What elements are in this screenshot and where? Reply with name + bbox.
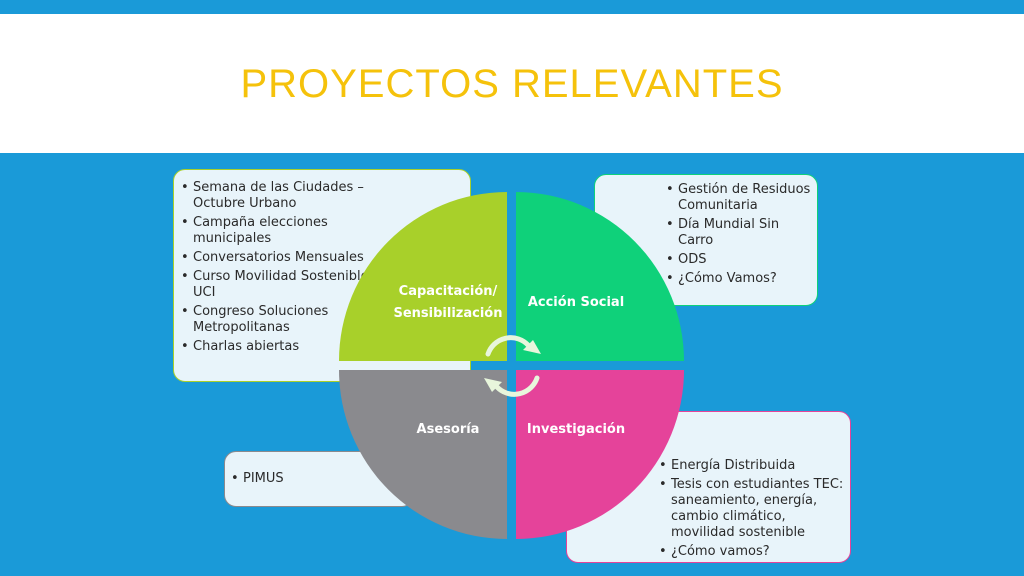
project-list-item: Charlas abiertas <box>180 339 370 355</box>
quadrant-label-accion-social: Acción Social <box>528 295 624 310</box>
project-list-item: Semana de las Ciudades – Octubre Urbano <box>180 180 370 212</box>
asesoria-project-list: PIMUS <box>230 471 390 490</box>
quadrant-asesoria <box>339 370 507 539</box>
capacitacion-project-list: Semana de las Ciudades – Octubre UrbanoC… <box>180 180 370 358</box>
quadrant-label-asesoria: Asesoría <box>417 422 480 437</box>
quadrant-investigacion <box>516 370 684 539</box>
quadrant-label-capacitacion-line1: Capacitación/ <box>399 284 498 299</box>
asesoria-projects-box: PIMUS <box>224 451 414 507</box>
project-list-item: ¿Cómo Vamos? <box>665 271 815 287</box>
project-list-item: ¿Cómo vamos? <box>658 544 848 560</box>
project-list-item: Día Mundial Sin Carro <box>665 217 815 249</box>
quadrant-capacitacion <box>339 192 507 361</box>
title-band <box>0 14 1024 153</box>
project-list-item: Campaña elecciones municipales <box>180 215 370 247</box>
project-list-item: ODS <box>665 252 815 268</box>
accion-social-project-list: Gestión de Residuos ComunitariaDía Mundi… <box>665 182 815 290</box>
quadrant-label-capacitacion-line2: Sensibilización <box>394 306 503 321</box>
project-list-item: Gestión de Residuos Comunitaria <box>665 182 815 214</box>
top-accent-bar <box>0 0 1024 14</box>
page-title: PROYECTOS RELEVANTES <box>240 62 784 106</box>
project-list-item: Congreso Soluciones Metropolitanas <box>180 304 370 336</box>
quadrant-label-investigacion: Investigación <box>527 422 625 437</box>
cycle-arrows-icon <box>484 335 541 397</box>
project-list-item: Curso Movilidad Sostenible UCI <box>180 269 370 301</box>
accion-social-projects-box: Gestión de Residuos ComunitariaDía Mundi… <box>594 174 818 306</box>
quadrant-accion-social <box>516 192 684 361</box>
project-list-item: Tesis con estudiantes TEC: saneamiento, … <box>658 477 848 541</box>
project-list-item: Energía Distribuida <box>658 458 848 474</box>
investigacion-project-list: Energía DistribuidaTesis con estudiantes… <box>658 458 848 563</box>
project-list-item: Conversatorios Mensuales <box>180 250 370 266</box>
project-list-item: PIMUS <box>230 471 390 487</box>
